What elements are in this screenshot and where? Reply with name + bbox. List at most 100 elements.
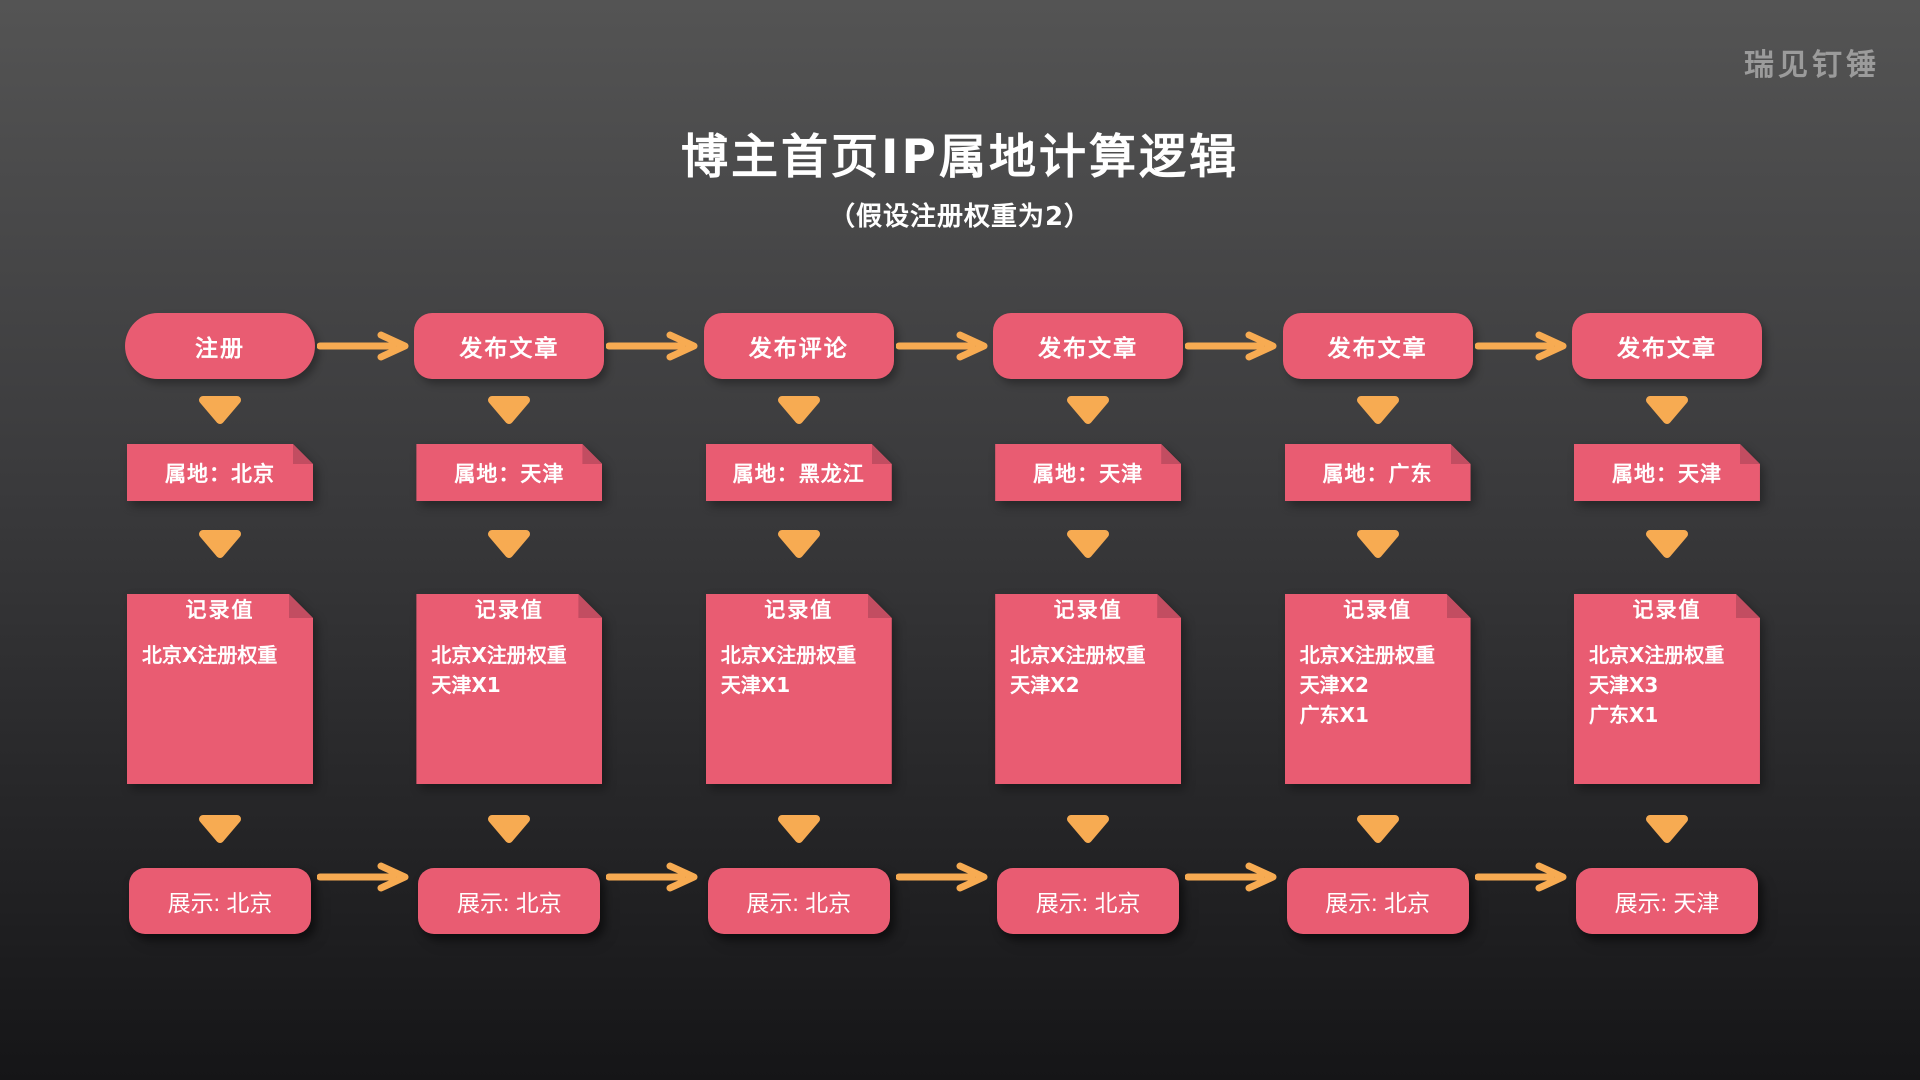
arrow-down-icon [1064,814,1112,844]
arrow-down-icon [775,529,823,559]
action-node: 发布文章 [414,313,605,379]
record-line: 北京X注册权重 [1299,643,1435,667]
record-lines: 北京X注册权重 天津X1 [416,640,602,700]
arrow-down-icon [196,814,244,844]
record-line: 北京X注册权重 [720,643,857,667]
record-line: 北京X注册权重 [1010,643,1146,667]
record-title: 记录值 [1053,598,1123,622]
arrow-down-icon [196,395,244,425]
location-node: 属地：北京 [127,444,313,501]
arrow-down-icon [485,395,533,425]
record-line: 广东X1 [1588,703,1659,727]
record-node: 记录值 北京X注册权重 天津X3 广东X1 [1574,594,1760,784]
arrow-right-icon [1184,331,1283,361]
flow-column-6: 发布文章 属地：天津 记录值 北京X注册权重 天津X3 广东X1 展示: 天津 [1571,313,1762,934]
fold-corner [1736,594,1760,618]
record-node: 记录值 北京X注册权重 [127,594,313,784]
arrow-right-icon [1474,331,1573,361]
display-node: 展示: 天津 [1575,868,1758,934]
fold-corner [578,594,602,618]
fold-corner [872,444,892,464]
arrow-down-icon [1643,395,1691,425]
location-node: 属地：黑龙江 [706,444,892,501]
record-line: 天津X1 [431,673,501,697]
arrow-down-icon [1643,814,1691,844]
location-node: 属地：天津 [1574,444,1760,501]
display-node: 展示: 北京 [997,868,1180,934]
record-lines: 北京X注册权重 天津X1 [706,640,892,700]
arrow-down-icon [1064,529,1112,559]
action-node: 发布文章 [1282,313,1473,379]
arrow-down-icon [1354,814,1402,844]
location-label: 属地：广东 [1322,461,1433,486]
record-lines: 北京X注册权重 [127,640,313,670]
fold-corner [582,444,602,464]
location-node: 属地：广东 [1285,444,1471,501]
display-node: 展示: 北京 [418,868,601,934]
record-lines: 北京X注册权重 天津X2 [995,640,1181,700]
arrow-down-icon [196,529,244,559]
record-lines: 北京X注册权重 天津X3 广东X1 [1574,640,1760,730]
flow-column-4: 发布文章 属地：天津 记录值 北京X注册权重 天津X2 展示: 北京 [993,313,1184,934]
flow-column-3: 发布评论 属地：黑龙江 记录值 北京X注册权重 天津X1 展示: 北京 [703,313,894,934]
arrow-right-icon [605,331,704,361]
arrow-right-icon [895,862,994,892]
fold-corner [1161,444,1181,464]
flowchart: 注册 属地：北京 记录值 北京X注册权重 展示: 北京 发布文章 属地：天津 记… [125,313,1762,934]
arrow-down-icon [775,814,823,844]
fold-corner [293,444,313,464]
location-node: 属地：天津 [995,444,1181,501]
arrow-right-icon [1474,862,1573,892]
record-title: 记录值 [764,598,834,622]
fold-corner [868,594,892,618]
record-line: 北京X注册权重 [142,643,278,667]
record-title: 记录值 [185,598,255,622]
display-node: 展示: 北京 [129,868,311,934]
watermark: 瑞见钉锤 [1744,48,1880,83]
record-title: 记录值 [1632,598,1702,622]
flow-column-5: 发布文章 属地：广东 记录值 北京X注册权重 天津X2 广东X1 展示: 北京 [1282,313,1473,934]
record-line: 天津X2 [1299,673,1369,697]
arrow-down-icon [1354,395,1402,425]
record-line: 天津X2 [1010,673,1080,697]
fold-corner [1451,444,1471,464]
fold-corner [1447,594,1471,618]
location-node: 属地：天津 [416,444,602,501]
action-node: 发布评论 [703,313,894,379]
record-line: 天津X3 [1588,673,1659,697]
fold-corner [289,594,313,618]
action-node: 发布文章 [993,313,1184,379]
arrow-right-icon [316,331,415,361]
arrow-down-icon [485,529,533,559]
arrow-right-icon [316,862,415,892]
arrow-right-icon [895,331,994,361]
flow-column-2: 发布文章 属地：天津 记录值 北京X注册权重 天津X1 展示: 北京 [414,313,605,934]
record-title: 记录值 [474,598,544,622]
location-label: 属地：天津 [1611,461,1722,486]
display-node: 展示: 北京 [707,868,890,934]
record-node: 记录值 北京X注册权重 天津X2 广东X1 [1285,594,1471,784]
record-title: 记录值 [1343,598,1413,622]
page-subtitle: （假设注册权重为2） [828,202,1092,232]
record-node: 记录值 北京X注册权重 天津X1 [706,594,892,784]
flow-column-1: 注册 属地：北京 记录值 北京X注册权重 展示: 北京 [125,313,315,934]
record-line: 北京X注册权重 [1588,643,1725,667]
record-line: 北京X注册权重 [431,643,567,667]
action-node: 发布文章 [1571,313,1762,379]
arrow-down-icon [1064,395,1112,425]
arrow-down-icon [775,395,823,425]
arrow-right-icon [605,862,704,892]
arrow-down-icon [485,814,533,844]
arrow-down-icon [1643,529,1691,559]
record-line: 广东X1 [1299,703,1369,727]
location-label: 属地：北京 [165,461,275,486]
location-label: 属地：天津 [454,461,565,486]
fold-corner [1740,444,1760,464]
record-lines: 北京X注册权重 天津X2 广东X1 [1285,640,1471,730]
page-title: 博主首页IP属地计算逻辑 [681,130,1239,185]
arrow-right-icon [1184,862,1283,892]
record-line: 天津X1 [720,673,791,697]
location-label: 属地：天津 [1033,461,1144,486]
arrow-down-icon [1354,529,1402,559]
